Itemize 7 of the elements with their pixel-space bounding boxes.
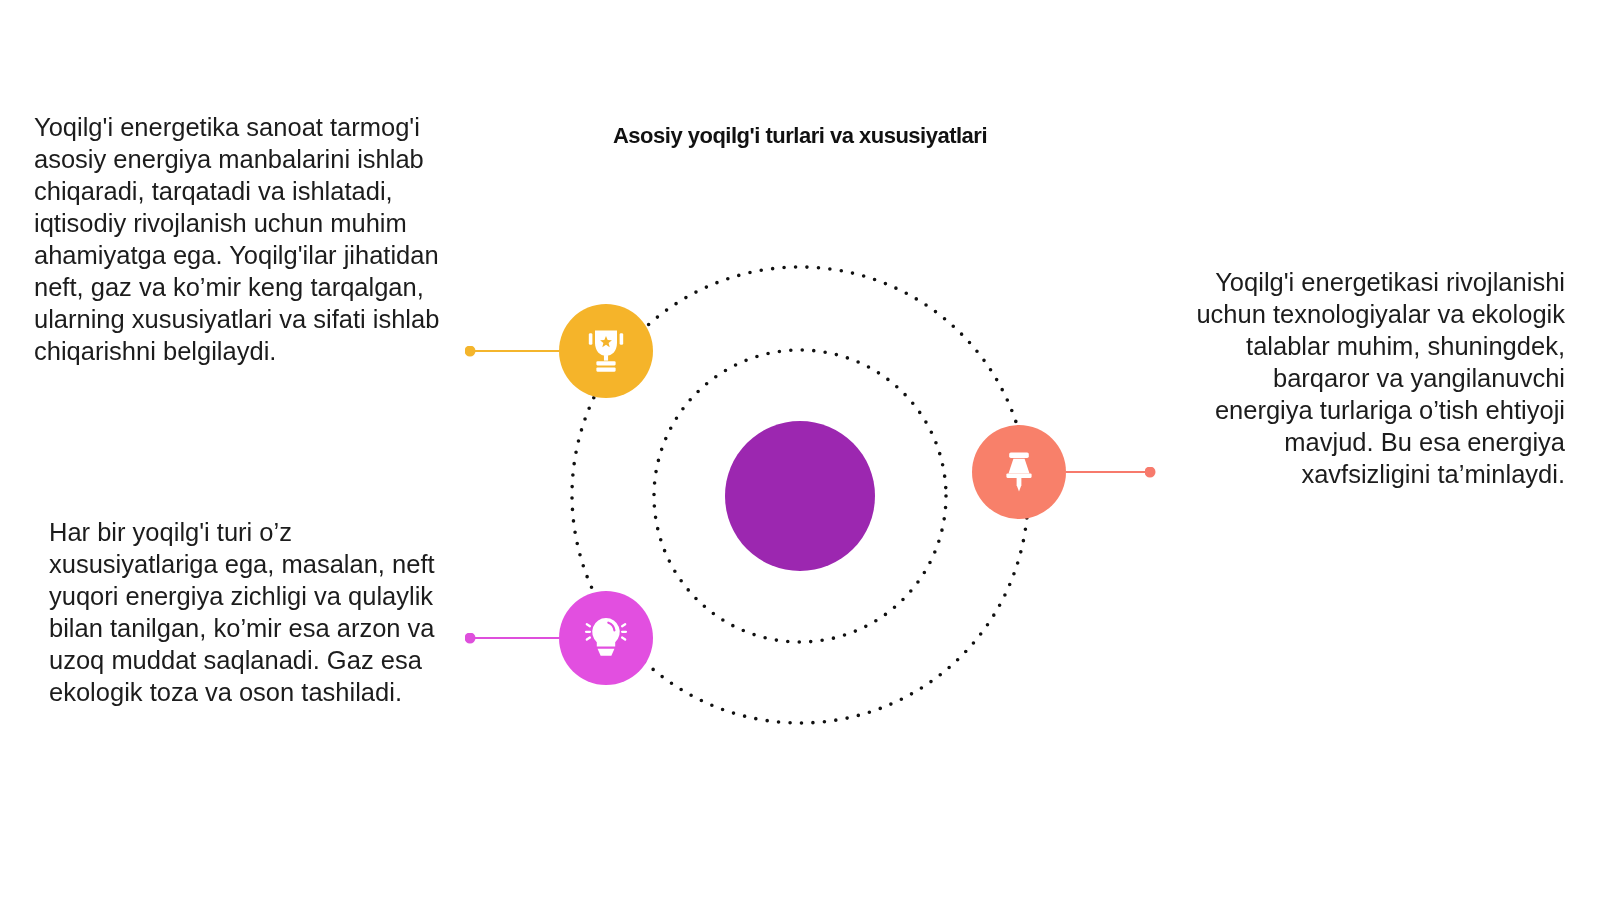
description-text: Yoqilg'i energetikasi rivojlanishi uchun texnologiyalar va ekologik talablar muhim, shuningdek, barqaror va yangilanuvchi energiya turlariga o’tish ehtiyoji mavjud. Bu esa energiya xavfsizligini ta’minlaydi.	[1150, 266, 1565, 490]
description-text: Yoqilg'i energetika sanoat tarmog'i asosiy energiya manbalarini ishlab chiqaradi, tarqatadi va ishlatadi, iqtisodiy rivojlanish uchun muhim ahamiyatga ega. Yoqilg'ilar jihatidan neft, gaz va ko’mir keng tarqalgan, ularning xususiyatlari va sifati ishlab chiqarishni belgilaydi.	[34, 111, 470, 367]
connector-line	[464, 345, 560, 357]
connector-line	[1065, 466, 1156, 478]
description-text: Har bir yoqilg'i turi o’z xususiyatlariga ega, masalan, neft yuqori energiya zichligi va qulaylik bilan tanilgan, ko’mir esa arzon va uzoq muddat saqlanadi. Gaz esa ekologik toza va oson tashiladi.	[49, 516, 470, 708]
connector-line	[464, 632, 560, 644]
diagram-title: Asosiy yoqilg'i turlari va xususiyatlari	[613, 122, 987, 150]
